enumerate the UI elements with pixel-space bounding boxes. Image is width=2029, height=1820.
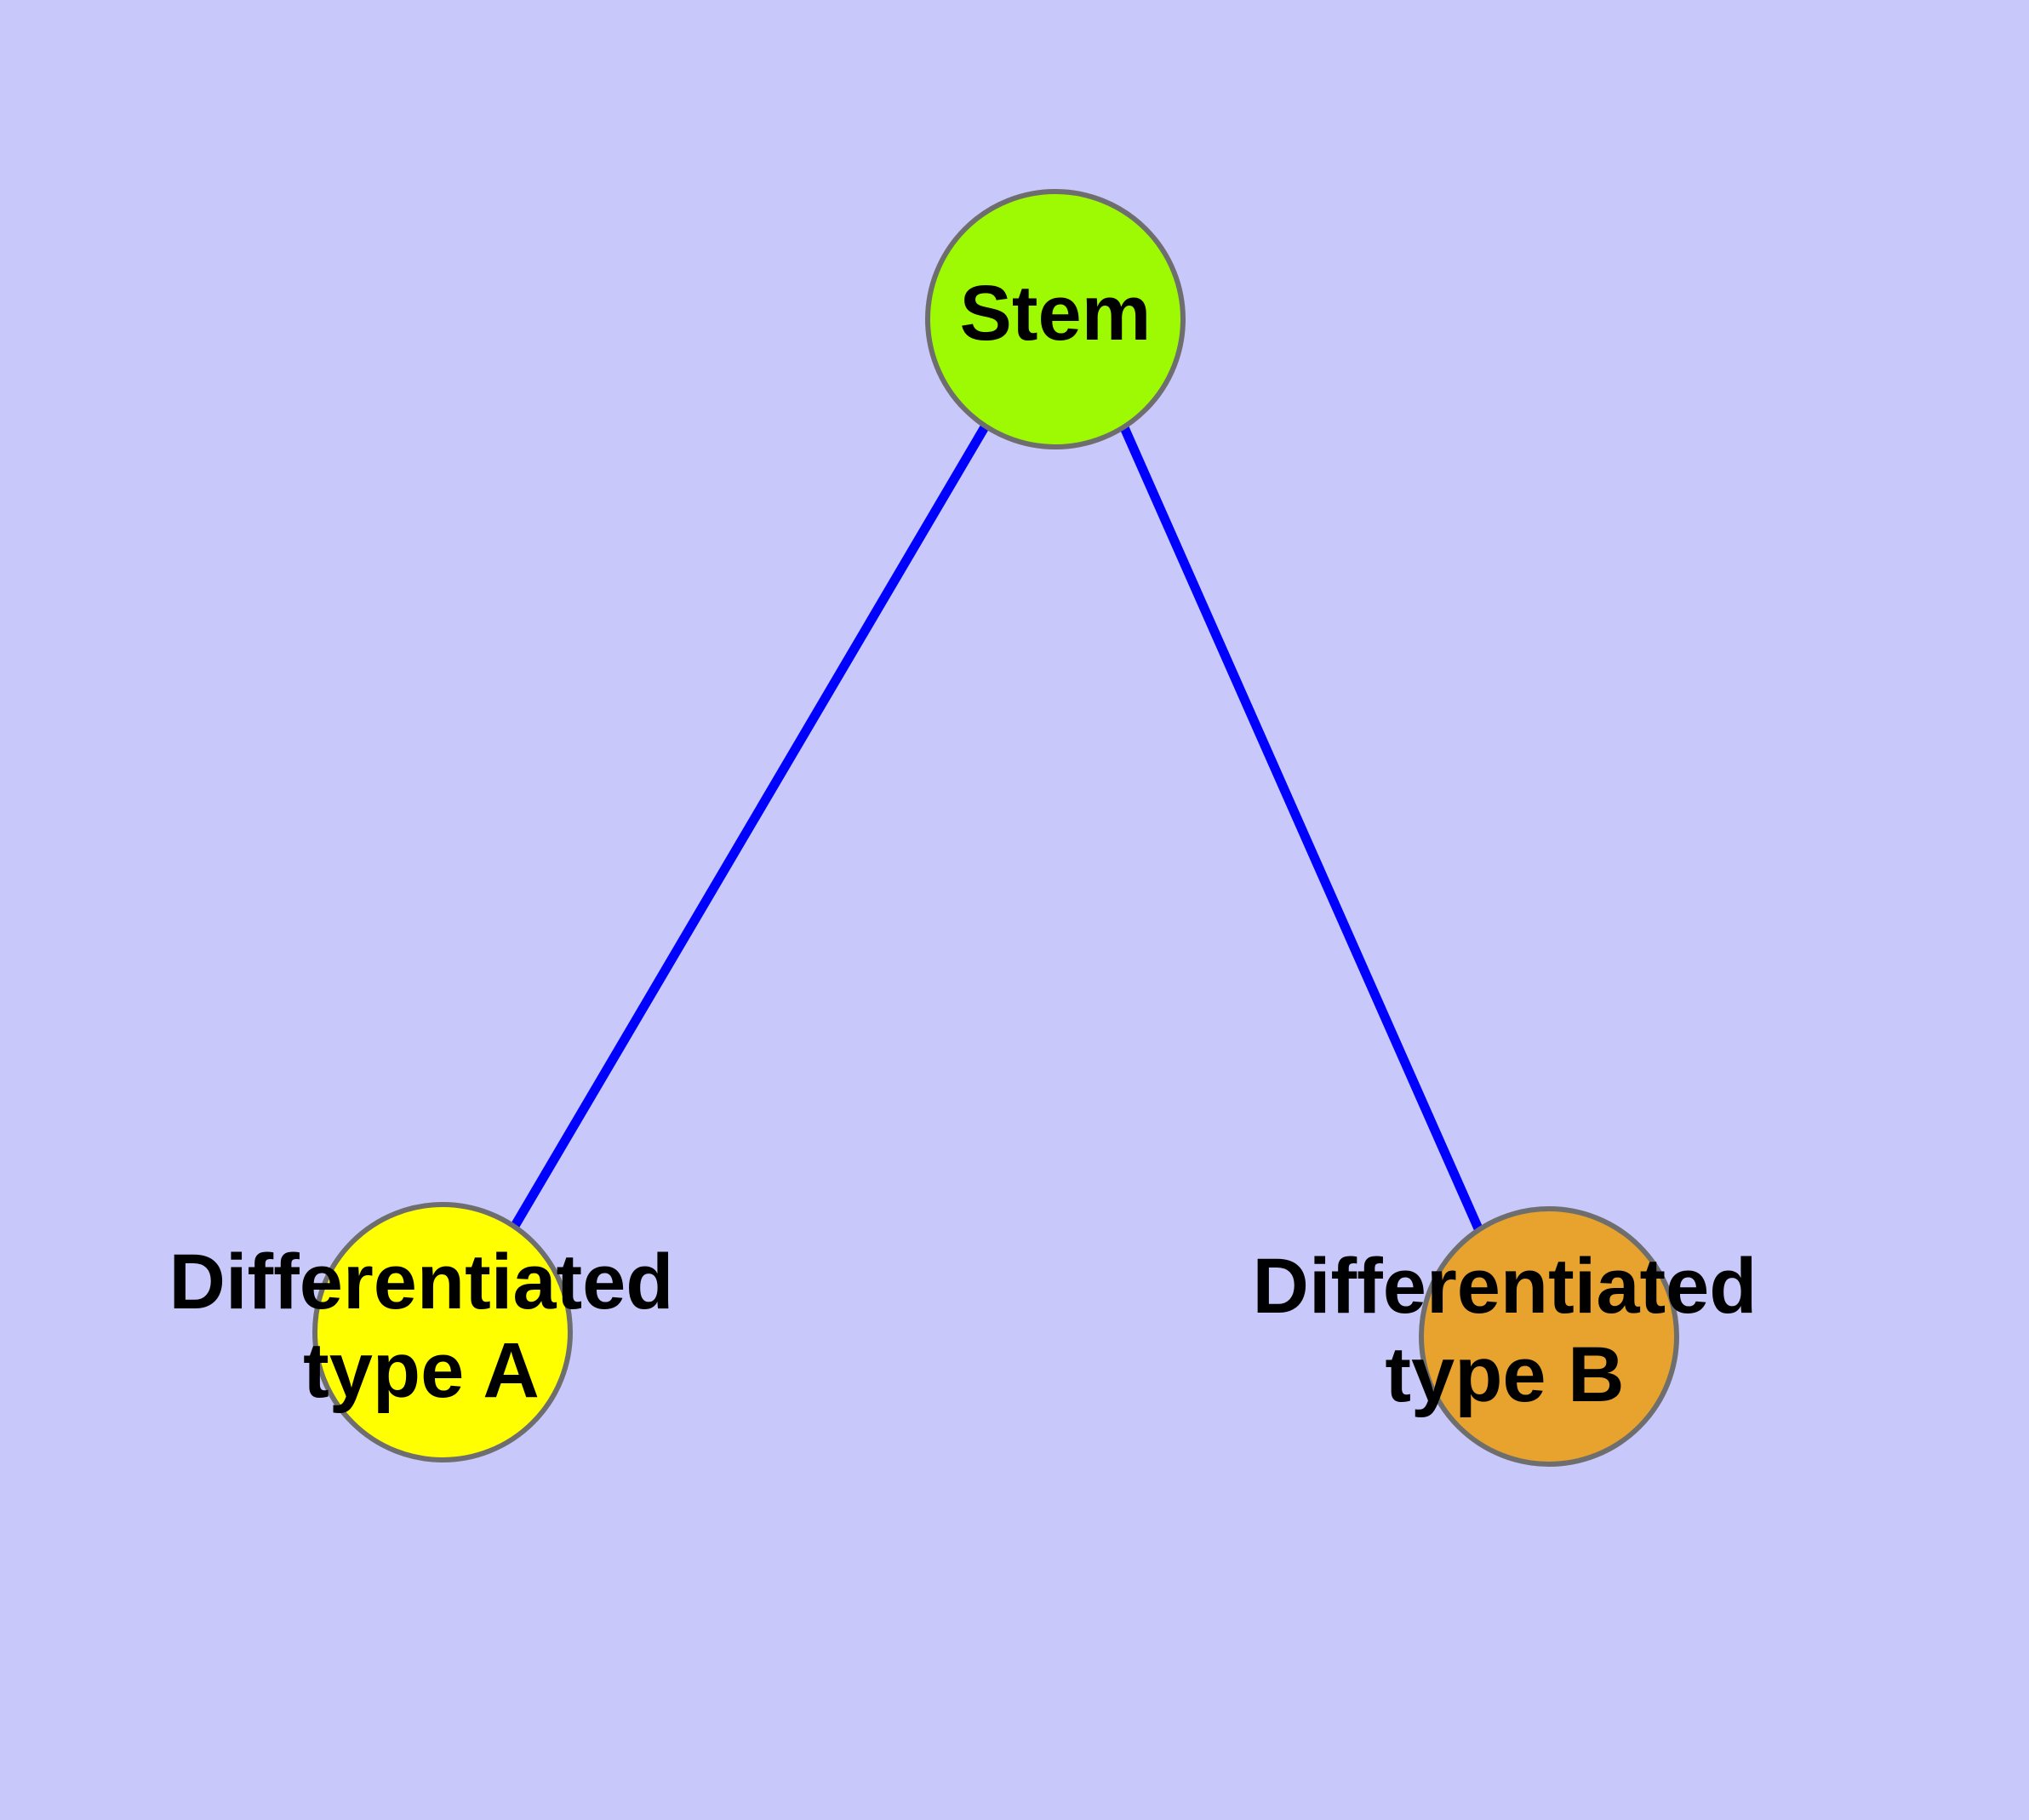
- node-circle-differentiated-type-b[interactable]: [1419, 1206, 1679, 1467]
- node-label-stem: Stem: [960, 270, 1152, 357]
- edge-stem-to-differentiated-type-b[interactable]: [1118, 423, 1486, 1237]
- node-stem[interactable]: Stem: [925, 189, 1186, 449]
- edge-stem-to-differentiated-type-a[interactable]: [511, 423, 990, 1228]
- edges-group: [511, 423, 1486, 1237]
- node-circle-stem[interactable]: [925, 189, 1186, 449]
- node-circle-differentiated-type-a[interactable]: [312, 1202, 573, 1462]
